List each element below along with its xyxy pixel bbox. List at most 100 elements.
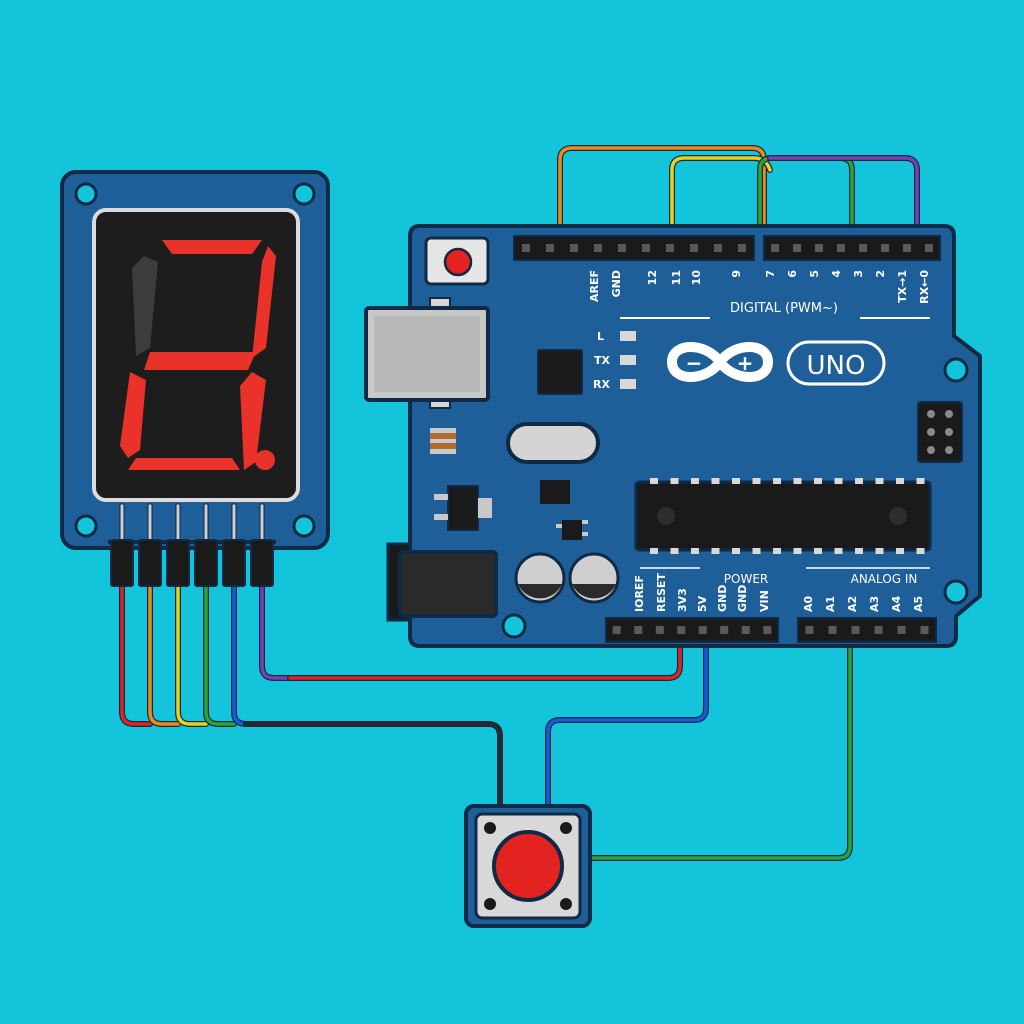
status-leds: L TX RX <box>593 330 636 391</box>
power-header-label: POWER <box>724 572 768 586</box>
dc-power-jack <box>386 542 498 622</box>
header-hole <box>763 626 772 634</box>
power-pin-label: 5V <box>696 595 709 612</box>
analog-header-label: ANALOG IN <box>851 572 918 586</box>
segment-c <box>240 372 266 470</box>
mount-hole-icon <box>292 182 316 206</box>
pin-header <box>222 539 246 587</box>
wire-blue-display <box>231 585 249 727</box>
display-pin <box>147 503 153 541</box>
decimal-point <box>255 450 275 470</box>
header-hole <box>570 244 578 252</box>
digital-pin-label: 10 <box>690 270 703 286</box>
header-hole <box>859 244 867 252</box>
header-hole <box>677 626 686 634</box>
header-hole <box>897 626 906 634</box>
led-label-rx: RX <box>593 378 610 391</box>
digital-pin-label: 12 <box>646 270 659 285</box>
header-hole <box>612 626 621 634</box>
header-hole <box>720 626 729 634</box>
header-hole <box>522 244 530 252</box>
analog-pin-label: A3 <box>868 596 881 612</box>
chip-pin <box>793 548 802 554</box>
crystal-oscillator <box>506 422 600 464</box>
power-header <box>605 617 779 643</box>
header-hole <box>851 626 860 634</box>
chip-pin <box>875 548 884 554</box>
chip-pin <box>691 548 699 554</box>
chip-pin <box>773 478 781 484</box>
header-hole <box>920 626 929 634</box>
mount-hole-icon <box>74 182 98 206</box>
capacitor <box>514 552 566 604</box>
digital-pin-label: 5 <box>808 270 821 278</box>
power-pin-label: IOREF <box>633 575 646 612</box>
pin-header <box>166 539 190 587</box>
digital-pin-label: 7 <box>764 270 777 278</box>
header-hole <box>666 244 674 252</box>
segment-e <box>120 372 146 458</box>
header-hole <box>618 244 626 252</box>
header-hole <box>881 244 889 252</box>
digital-header-right <box>763 235 941 261</box>
chip-pin <box>732 548 740 554</box>
display-pin <box>175 503 181 541</box>
power-pin-label: VIN <box>758 590 771 612</box>
chip-pin <box>650 548 658 554</box>
mount-hole-icon <box>74 514 98 538</box>
header-hole <box>805 626 814 634</box>
model-badge <box>786 340 886 386</box>
chip-pin <box>670 548 679 554</box>
pin-header <box>194 539 218 587</box>
display-pin <box>119 503 125 541</box>
wire-red-display <box>119 585 153 727</box>
header-hole <box>837 244 845 252</box>
display-pin <box>259 503 265 541</box>
wire-green-analog <box>589 625 853 861</box>
wires <box>119 145 920 861</box>
pin-header <box>138 539 162 587</box>
push-button-icon[interactable] <box>464 804 592 928</box>
wire-orange-display <box>147 585 181 727</box>
display-pin <box>231 503 237 541</box>
display-pin <box>203 503 209 541</box>
reset-button[interactable] <box>424 236 490 286</box>
pin-header <box>250 539 274 587</box>
digital-pin-label: 2 <box>874 270 887 278</box>
usb-connector <box>364 297 490 409</box>
analog-pin-label: A0 <box>802 595 815 612</box>
logo-plus: + <box>737 351 754 375</box>
chip-pin <box>834 548 843 554</box>
icsp-header <box>917 401 963 463</box>
wire-yellow-display <box>175 585 209 727</box>
push-button-cap[interactable] <box>492 830 564 902</box>
chip-pin <box>650 478 658 484</box>
chip-pin <box>773 548 781 554</box>
segment-g <box>144 352 256 370</box>
chip-pin <box>752 548 761 554</box>
segment-b <box>252 246 276 358</box>
microcontroller-chip <box>634 478 932 554</box>
header-hole <box>828 626 837 634</box>
digit-segments <box>120 240 276 470</box>
digital-pin-label: 4 <box>830 270 843 278</box>
power-pin-label: GND <box>716 585 729 612</box>
header-hole <box>698 626 707 634</box>
display-pin-headers <box>108 540 276 544</box>
header-hole <box>741 626 750 634</box>
analog-header <box>797 617 937 643</box>
header-hole <box>594 244 602 252</box>
chip-pin <box>916 548 925 554</box>
chip-pin <box>834 478 843 484</box>
analog-pin-label: A1 <box>824 596 837 612</box>
segment-f <box>132 256 158 356</box>
digital-pin-label: 6 <box>786 270 799 278</box>
chip-pin <box>814 478 822 484</box>
header-hole <box>771 244 779 252</box>
chip-pin <box>711 478 720 484</box>
header-hole <box>815 244 823 252</box>
